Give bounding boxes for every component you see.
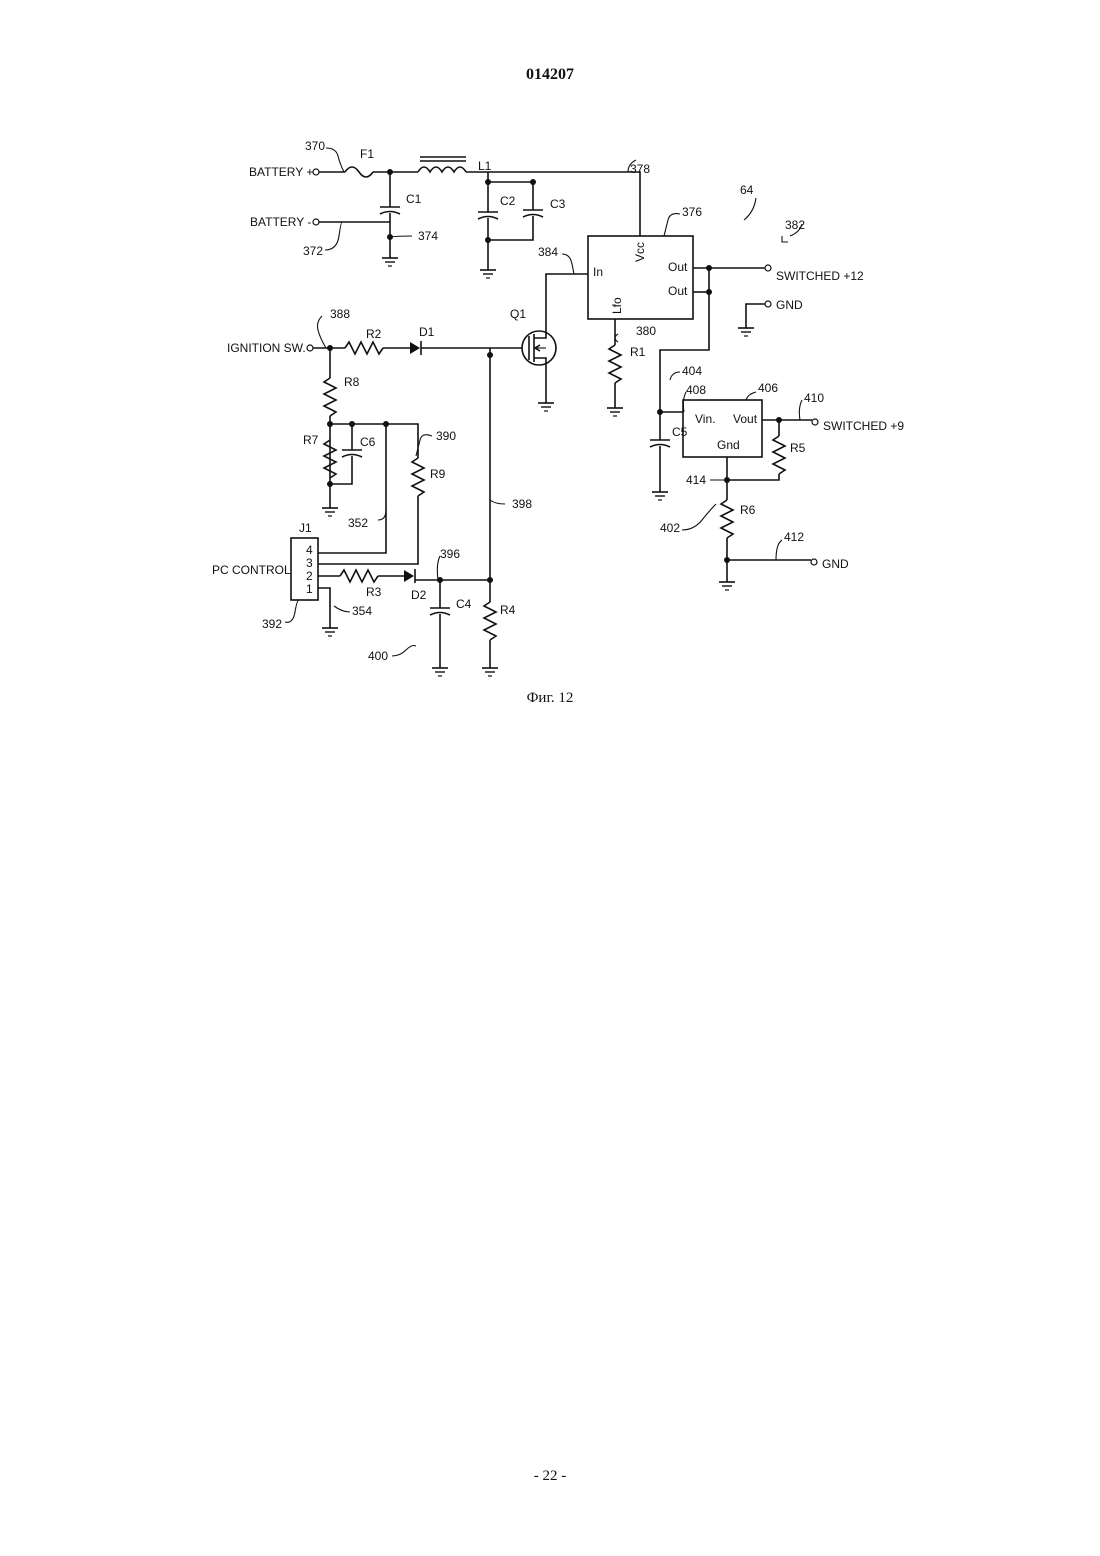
ref-388: 388 [330,307,350,321]
ref-398: 398 [512,497,532,511]
label-d2: D2 [411,588,427,602]
label-r4: R4 [500,603,516,617]
ref-354: 354 [352,604,372,618]
pin-vcc: Vcc [633,242,647,262]
connector-j1 [291,538,318,600]
ref-402: 402 [660,521,680,535]
ref-404: 404 [682,364,702,378]
ref-374: 374 [418,229,438,243]
label-gnd1: GND [776,298,803,312]
resistor-r1 [609,345,621,383]
ref-410: 410 [804,391,824,405]
battery-neg-terminal [313,219,319,225]
diode-d2 [404,570,414,582]
label-switched9: SWITCHED +9 [823,419,904,433]
ref-352: 352 [348,516,368,530]
j1-pin-1: 1 [306,582,313,596]
resistor-r4 [484,602,496,640]
label-d1: D1 [419,325,435,339]
resistor-r8 [324,378,336,416]
ref-412: 412 [784,530,804,544]
label-r7: R7 [303,433,319,447]
label-r6: R6 [740,503,756,517]
label-battery-neg: BATTERY - [250,215,311,229]
ref-396: 396 [440,547,460,561]
label-battery-pos: BATTERY + [249,165,313,179]
ref-400: 400 [368,649,388,663]
gnd1-terminal [765,301,771,307]
ref-378: 378 [630,162,650,176]
pin-out2: Out [668,284,688,298]
label-r9: R9 [430,467,446,481]
label-r8: R8 [344,375,360,389]
page-number: - 22 - [0,1468,1100,1485]
label-r2: R2 [366,327,382,341]
gnd2-terminal [811,559,817,565]
pin-vin: Vin. [695,412,715,426]
label-c6: C6 [360,435,376,449]
j1-pin-2: 2 [306,569,313,583]
fuse-f1 [345,167,373,177]
label-f1: F1 [360,147,374,161]
ignition-terminal [307,345,313,351]
label-c1: C1 [406,192,422,206]
resistor-r6 [721,500,733,538]
pin-vout: Vout [733,412,758,426]
ref-382: 382 [785,218,805,232]
label-q1: Q1 [510,307,526,321]
ref-390: 390 [436,429,456,443]
resistor-r5 [773,436,785,474]
diode-d1 [410,342,420,354]
inductor-l1 [418,167,466,172]
pin-gnd: Gnd [717,438,740,452]
switched9-terminal [812,419,818,425]
j1-pin-4: 4 [306,543,313,557]
battery-pos-terminal [313,169,319,175]
pin-in: In [593,265,603,279]
label-l1: L1 [478,159,492,173]
label-c2: C2 [500,194,516,208]
label-gnd2: GND [822,557,849,571]
ref-376: 376 [682,205,702,219]
ref-392: 392 [262,617,282,631]
resistor-r9 [412,458,424,496]
circuit-schematic: BATTERY + BATTERY - IGNITION SW. PC CONT… [0,0,1100,720]
pin-out1: Out [668,260,688,274]
ref-372: 372 [303,244,323,258]
label-c4: C4 [456,597,472,611]
label-ignition: IGNITION SW. [227,341,306,355]
label-c5: C5 [672,425,688,439]
pin-lfo: Lfo [610,297,624,314]
ref-414: 414 [686,473,706,487]
label-r5: R5 [790,441,806,455]
ref-380: 380 [636,324,656,338]
resistor-r2 [345,342,383,354]
ref-408: 408 [686,383,706,397]
ref-384: 384 [538,245,558,259]
ref-406: 406 [758,381,778,395]
label-j1: J1 [299,521,312,535]
label-c3: C3 [550,197,566,211]
switched12-terminal [765,265,771,271]
j1-pin-3: 3 [306,556,313,570]
ref-370: 370 [305,139,325,153]
label-r1: R1 [630,345,646,359]
label-r3: R3 [366,585,382,599]
label-switched12: SWITCHED +12 [776,269,864,283]
ref-64: 64 [740,183,754,197]
figure-caption: Фиг. 12 [0,690,1100,707]
resistor-r3 [340,570,378,582]
label-pc-control: PC CONTROL [212,563,291,577]
